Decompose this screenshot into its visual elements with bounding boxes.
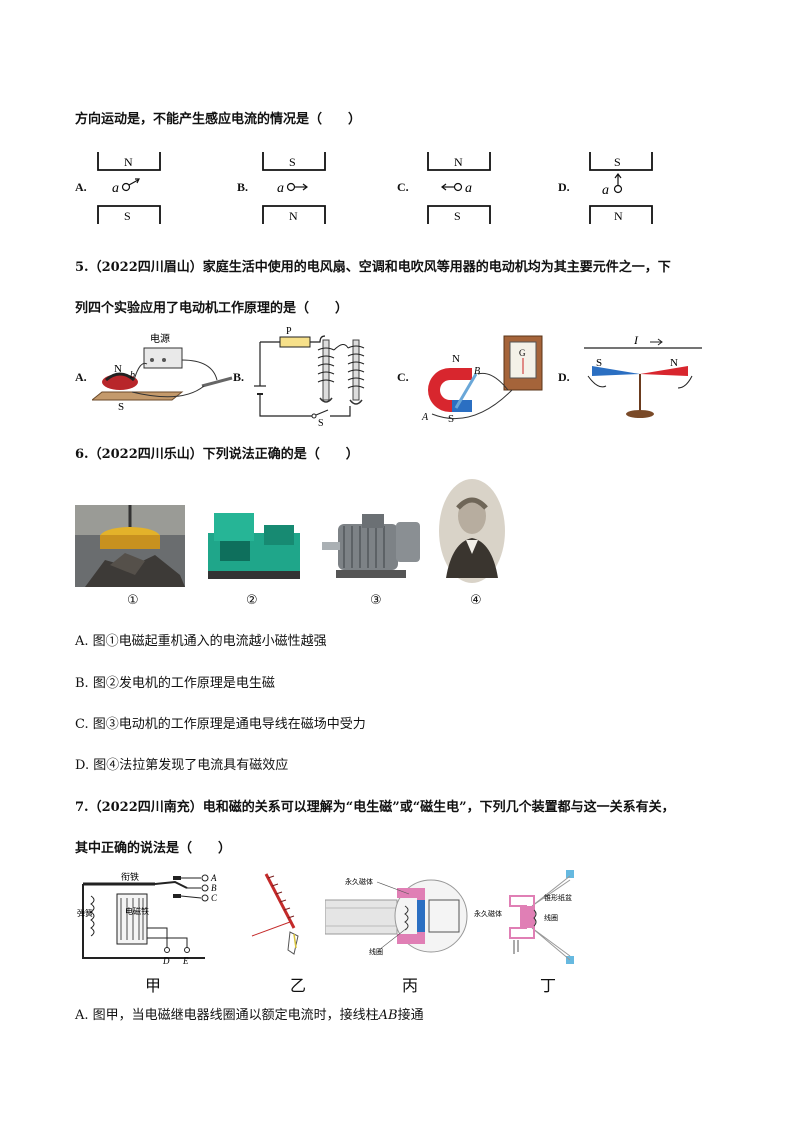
q5-stem-line-2: 列四个实验应用了电动机工作原理的是（ ） <box>75 301 349 316</box>
q7-stem-line-2: 其中正确的说法是（ ） <box>75 841 232 856</box>
svg-text:a: a <box>465 181 472 196</box>
svg-text:a: a <box>277 181 284 196</box>
svg-text:衔铁: 衔铁 <box>121 871 139 883</box>
svg-text:线圈: 线圈 <box>544 913 558 922</box>
svg-text:电源: 电源 <box>150 332 170 345</box>
svg-text:N: N <box>114 363 122 375</box>
q5-option-a-label: A. <box>75 370 87 384</box>
q4-magnet-diagram-c: N a S <box>427 152 491 224</box>
q5-figure-d: I S N <box>584 333 702 418</box>
q7-figure-bing-microphone: 永久磁体 线圈 <box>325 877 468 956</box>
q6-image-generator <box>204 505 304 583</box>
q7-figure-yi <box>251 873 299 955</box>
svg-text:N: N <box>452 353 460 365</box>
svg-text:弹簧: 弹簧 <box>77 908 93 918</box>
q4-magnet-diagram-a: N a S <box>97 152 161 224</box>
svg-text:N: N <box>289 209 298 223</box>
bottom-pole: S <box>124 209 131 223</box>
svg-text:B: B <box>211 883 217 893</box>
svg-text:N: N <box>670 357 678 369</box>
q6-option-a: A. 图①电磁起重机通入的电流越小磁性越强 <box>75 634 327 649</box>
q5-option-c-label: C. <box>397 370 409 384</box>
q7-figure-ding-speaker: 永久磁体 锥形纸盆 线圈 <box>474 870 574 964</box>
q6-image-faraday-portrait <box>438 478 506 584</box>
q6-option-c: C. 图③电动机的工作原理是通电导线在磁场中受力 <box>75 717 366 732</box>
svg-text:B: B <box>474 366 480 377</box>
q6-caption-3: ③ <box>370 593 382 608</box>
svg-text:I: I <box>633 333 639 347</box>
q5-option-b-label: B. <box>233 370 245 384</box>
q7-caption-jia: 甲 <box>145 976 162 995</box>
svg-text:G: G <box>519 348 526 358</box>
q7-figure-jia-relay: 衔铁 弹簧 电磁铁 A B C D E <box>77 871 218 966</box>
svg-text:永久磁体: 永久磁体 <box>345 877 373 886</box>
q4-magnet-diagram-b: S a N <box>262 152 326 224</box>
top-pole: N <box>124 155 133 169</box>
svg-text:S: S <box>454 209 461 223</box>
q7-caption-ding: 丁 <box>540 976 557 995</box>
svg-text:S: S <box>448 413 454 422</box>
svg-text:a: a <box>602 183 609 198</box>
q7-option-a: A. 图甲，当电磁继电器线圈通以额定电流时，接线柱AB接通 <box>75 1008 424 1023</box>
q4-magnet-diagram-d: S a N <box>589 152 653 224</box>
q5-option-d-label: D. <box>558 370 570 384</box>
q5-figure-a: 电源 N b S <box>92 332 233 412</box>
svg-text:S: S <box>596 357 602 369</box>
svg-text:N: N <box>614 209 623 223</box>
svg-text:S: S <box>614 155 621 169</box>
svg-text:S: S <box>318 418 324 426</box>
q7-stem-line-1: 7.（2022四川南充）电和磁的关系可以理解为“电生磁”或“磁生电”，下列几个装… <box>75 800 675 815</box>
q7-caption-yi: 乙 <box>290 976 307 995</box>
svg-text:D: D <box>162 956 170 966</box>
svg-text:E: E <box>182 956 189 966</box>
q4-stem: 方向运动是，不能产生感应电流的情况是（ ） <box>75 112 362 127</box>
svg-text:S: S <box>118 401 124 412</box>
svg-text:A: A <box>210 873 217 883</box>
q6-image-motor <box>318 508 426 586</box>
svg-text:锥形纸盆: 锥形纸盆 <box>544 893 572 902</box>
q6-caption-4: ④ <box>470 593 482 608</box>
svg-text:a: a <box>112 181 119 196</box>
q5-stem-line-1: 5.（2022四川眉山）家庭生活中使用的电风扇、空调和电吹风等用器的电动机均为其… <box>75 260 671 275</box>
q6-caption-1: ① <box>127 593 139 608</box>
q6-option-d: D. 图④法拉第发现了电流具有磁效应 <box>75 758 289 773</box>
svg-text:b: b <box>130 370 135 381</box>
q6-caption-2: ② <box>246 593 258 608</box>
svg-text:C: C <box>211 893 218 903</box>
q6-image-electromagnetic-crane <box>75 505 185 587</box>
q5-figure-b: P S <box>254 326 365 426</box>
svg-text:A: A <box>421 412 429 422</box>
q6-stem: 6.（2022四川乐山）下列说法正确的是（ ） <box>75 447 359 462</box>
q5-figure-c: N B A S G <box>421 335 543 422</box>
q7-caption-bing: 丙 <box>402 976 419 995</box>
svg-text:S: S <box>289 155 296 169</box>
svg-text:线圈: 线圈 <box>369 947 383 956</box>
svg-text:电磁铁: 电磁铁 <box>125 906 149 916</box>
svg-text:N: N <box>454 155 463 169</box>
svg-text:P: P <box>286 326 292 337</box>
svg-text:永久磁体: 永久磁体 <box>474 909 502 918</box>
q6-option-b: B. 图②发电机的工作原理是电生磁 <box>75 676 275 691</box>
